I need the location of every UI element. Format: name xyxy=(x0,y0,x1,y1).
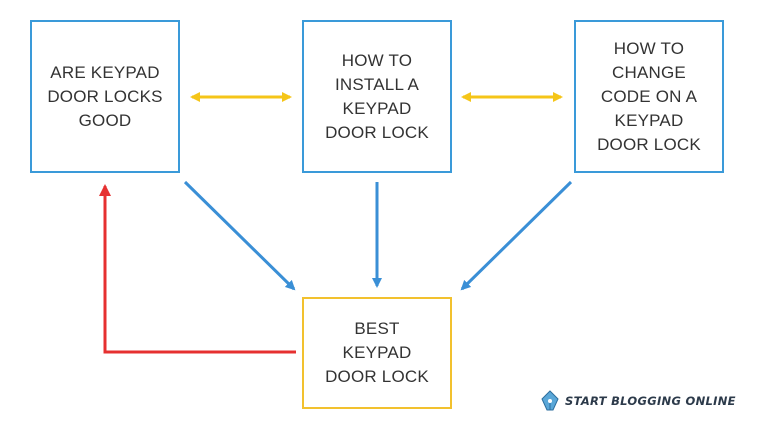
arrow-hub-to-box1 xyxy=(99,184,296,354)
arrow-box1-to-hub xyxy=(183,180,296,291)
box-best-keypad-door-lock: BEST KEYPAD DOOR LOCK xyxy=(302,297,452,409)
box-label: BEST KEYPAD DOOR LOCK xyxy=(325,319,429,386)
pen-nib-icon xyxy=(541,390,559,411)
brand-text: START BLOGGING ONLINE xyxy=(565,394,736,408)
box-label: HOW TO INSTALL A KEYPAD DOOR LOCK xyxy=(325,50,429,142)
box-label: HOW TO CHANGE CODE ON A KEYPAD DOOR LOCK xyxy=(597,38,701,154)
arrow-box3-to-hub xyxy=(460,180,573,291)
box-how-to-change-code: HOW TO CHANGE CODE ON A KEYPAD DOOR LOCK xyxy=(574,20,724,173)
box-label: ARE KEYPAD DOOR LOCKS GOOD xyxy=(47,62,163,130)
brand-logo: START BLOGGING ONLINE xyxy=(540,390,736,412)
box-how-to-install-keypad-door-lock: HOW TO INSTALL A KEYPAD DOOR LOCK xyxy=(302,20,452,173)
box-are-keypad-door-locks-good: ARE KEYPAD DOOR LOCKS GOOD xyxy=(30,20,180,173)
